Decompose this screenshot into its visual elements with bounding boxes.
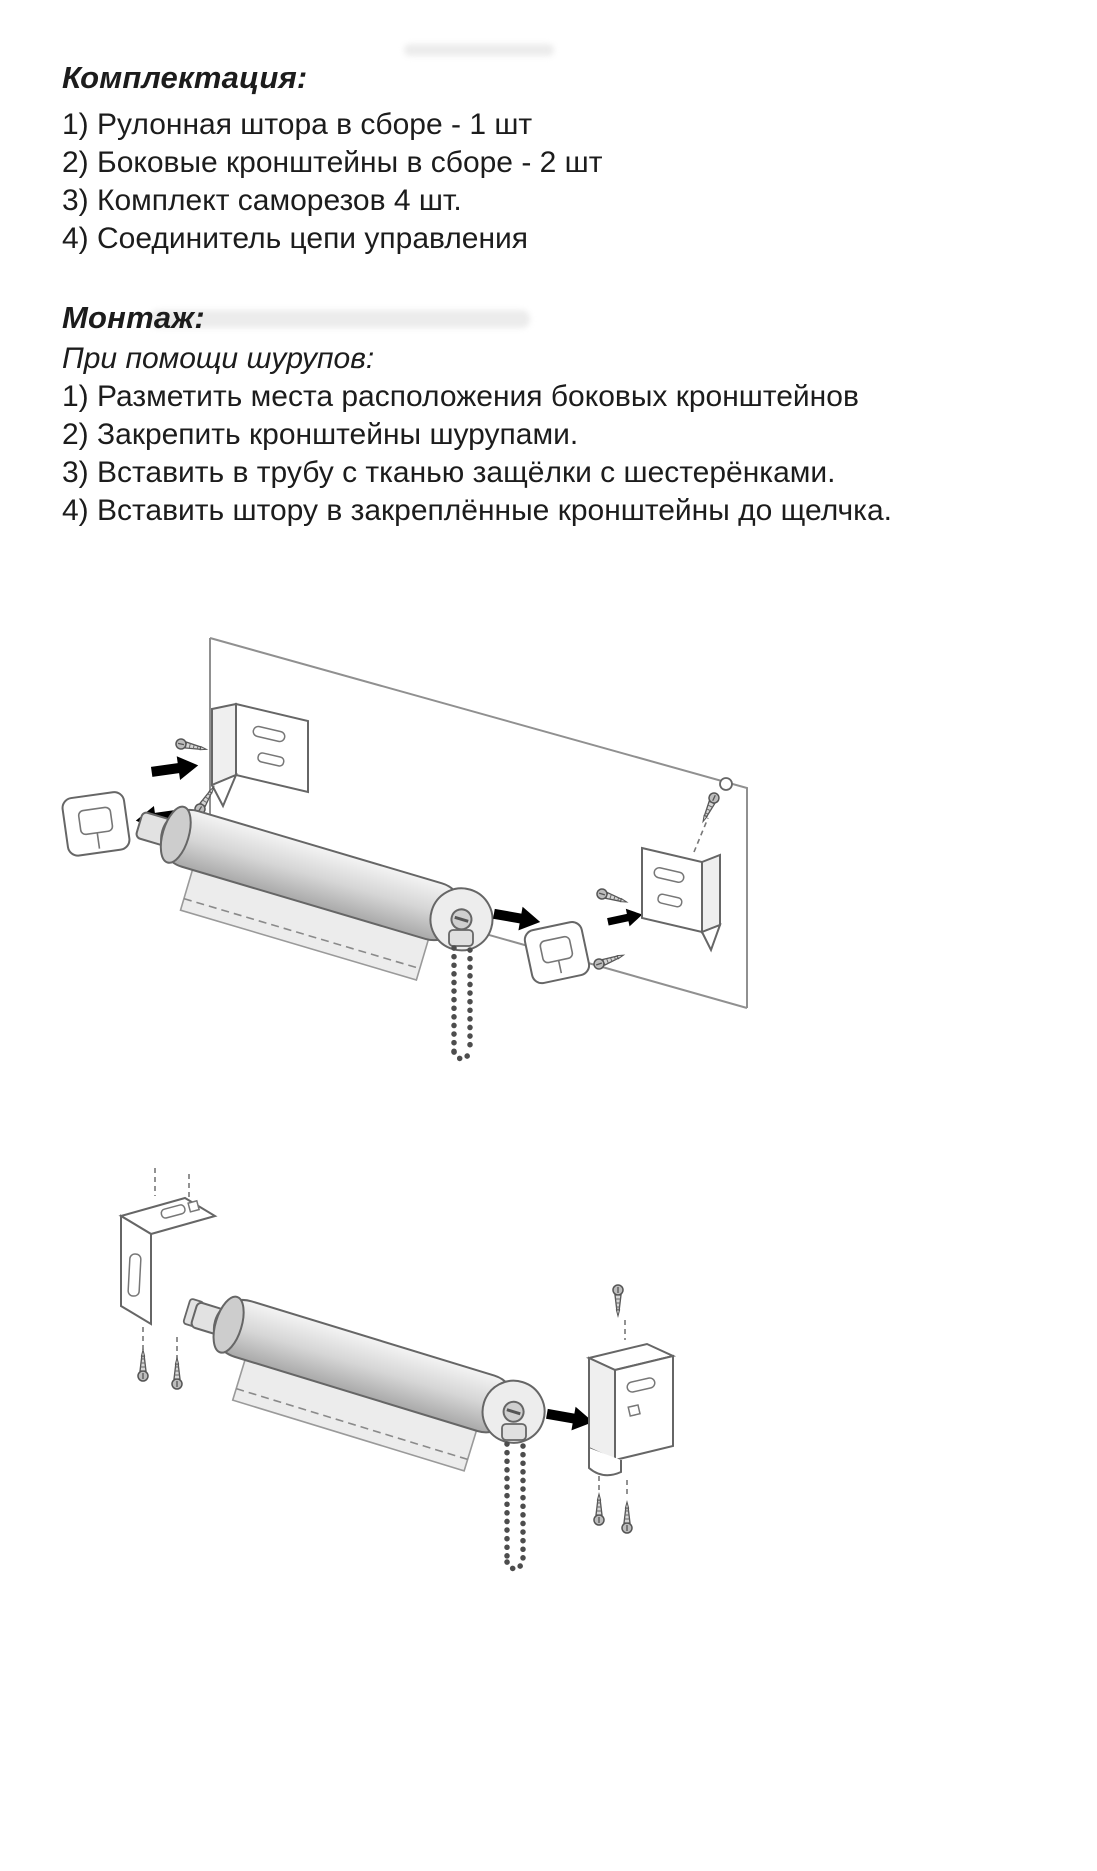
wall-panel <box>209 637 748 1009</box>
screw-icon <box>591 949 626 972</box>
screw-icon <box>174 737 209 756</box>
screw-icon <box>621 1501 633 1534</box>
arrow-icon <box>150 753 200 784</box>
kit-item-1: 1) Рулонная штора в сборе - 1 шт <box>62 108 533 141</box>
kit-item-3: 3) Комплект саморезов 4 шт. <box>62 184 462 217</box>
chain-guide <box>501 1423 527 1441</box>
mount-item-2: 2) Закрепить кронштейны шурупами. <box>62 418 579 451</box>
section-kit: Комплектация: 1) Рулонная штора в сборе … <box>62 60 1062 258</box>
kit-item-4: 4) Соединитель цепи управления <box>62 222 529 255</box>
chain-guide <box>448 929 474 947</box>
scan-artifact <box>404 44 554 56</box>
right-bracket <box>585 1320 677 1498</box>
ball-chain <box>504 1441 526 1572</box>
alignment-dashed-line <box>693 817 709 853</box>
mount-item-1: 1) Разметить места расположения боковых … <box>62 380 859 413</box>
chain-connector-clip <box>61 791 131 857</box>
mount-subtitle: При помощи шурупов: <box>62 342 375 375</box>
screw-icon <box>612 1284 624 1317</box>
left-bracket <box>118 1168 218 1364</box>
figure-step1 <box>50 608 790 1083</box>
kit-title: Комплектация: <box>62 60 308 95</box>
screw-icon <box>137 1349 149 1382</box>
arrow-icon <box>544 1402 596 1434</box>
figure-step2-diagram <box>118 1168 677 1572</box>
kit-item-2: 2) Боковые кронштейны в сборе - 2 шт <box>62 146 603 179</box>
figure-step1-diagram <box>61 637 748 1062</box>
figure-step2 <box>65 1162 705 1597</box>
chain-connector-clip <box>523 921 591 985</box>
washer-icon <box>719 777 733 791</box>
screw-icon <box>594 886 630 908</box>
section-mount: Монтаж: При помощи шурупов: 1) Разметить… <box>62 300 1062 530</box>
ball-chain <box>451 945 473 1062</box>
left-bracket <box>210 702 309 809</box>
mount-item-4: 4) Вставить штору в закреплённые кронште… <box>62 494 892 527</box>
arrow-icon <box>606 905 645 931</box>
mount-item-3: 3) Вставить в трубу с тканью защёлки с ш… <box>62 456 836 489</box>
mount-title: Монтаж: <box>62 300 205 335</box>
screw-icon <box>171 1357 183 1390</box>
screw-icon <box>593 1493 605 1526</box>
scan-artifact <box>150 310 530 328</box>
right-bracket <box>641 846 722 953</box>
roller-blind <box>135 805 494 982</box>
screw-icon <box>697 790 722 825</box>
roller-blind <box>182 1295 546 1472</box>
